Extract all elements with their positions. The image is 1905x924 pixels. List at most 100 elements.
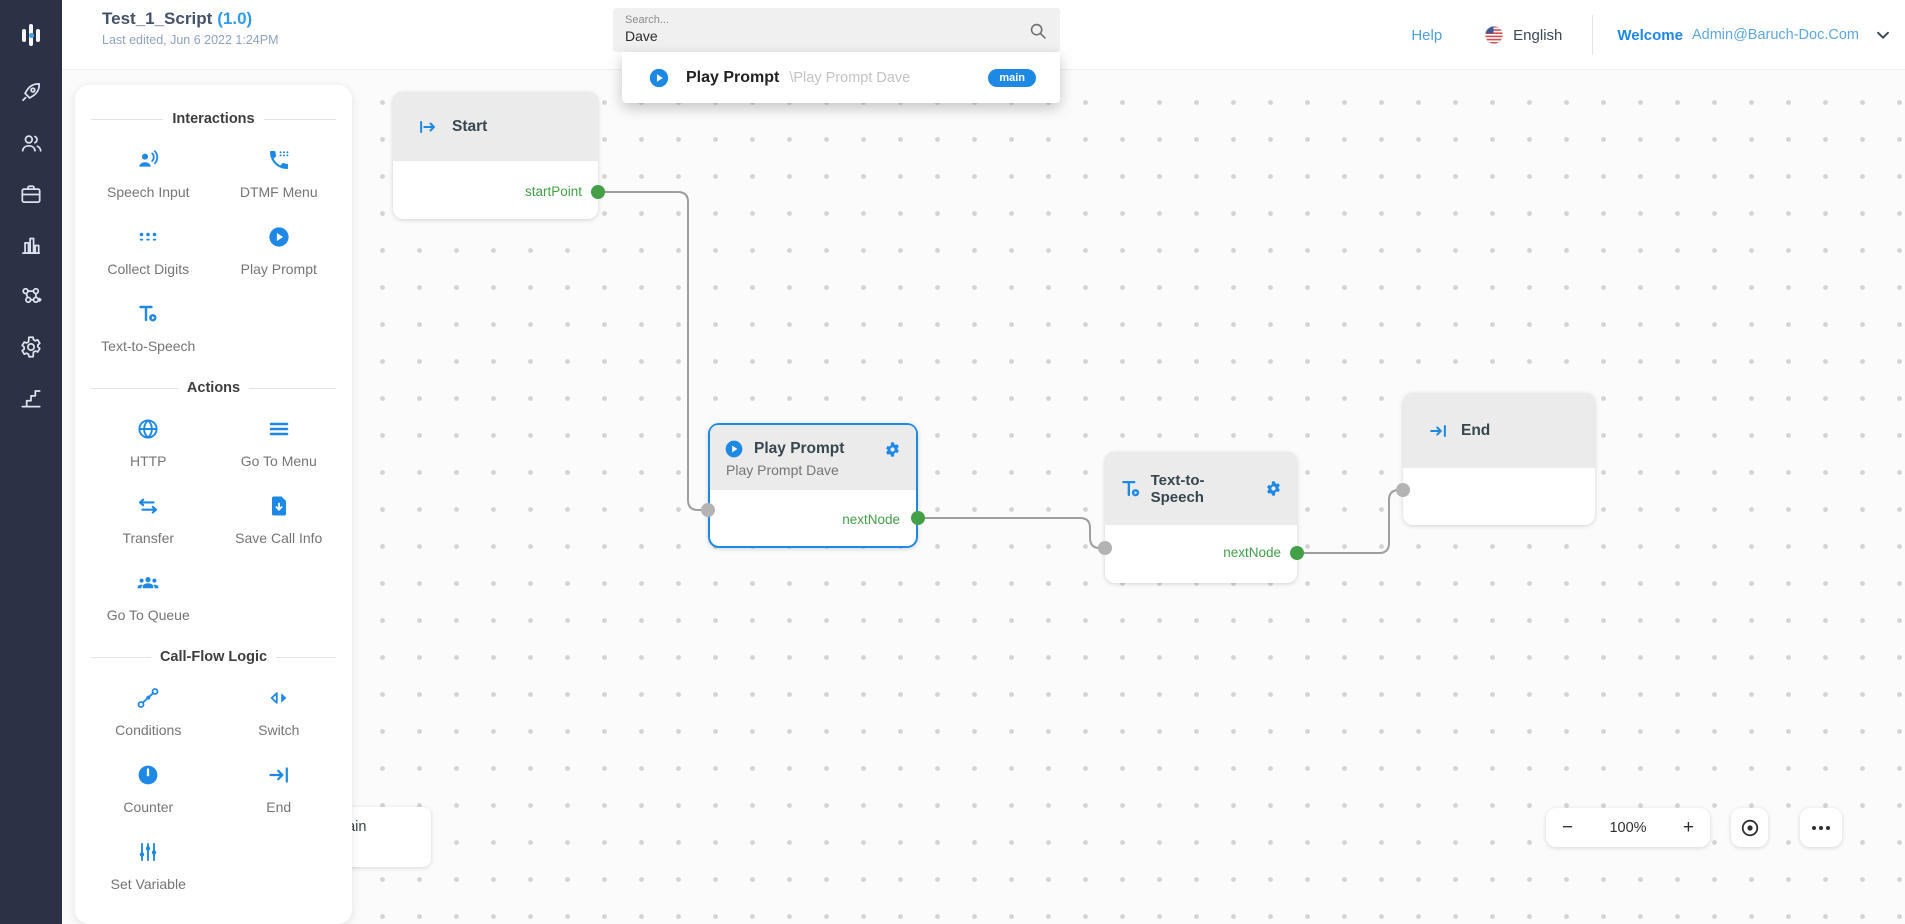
save-call-info-icon — [271, 496, 286, 516]
palette-item-text-to-speech[interactable]: Text-to-Speech — [83, 301, 214, 354]
node-settings-button[interactable] — [883, 440, 902, 459]
input-port-dot[interactable] — [701, 503, 715, 517]
palette-item-label: Switch — [258, 722, 300, 738]
node-play-prompt[interactable]: Play Prompt Play Prompt Dave nextNode — [701, 423, 925, 548]
search-result-badge: main — [988, 68, 1036, 87]
welcome-label: Welcome — [1617, 26, 1683, 44]
last-edited-label: Last edited, Jun 6 2022 1:24PM — [102, 33, 279, 47]
search-result-path: \Play Prompt Dave — [789, 69, 911, 86]
palette-item-end[interactable]: End — [214, 762, 345, 815]
play-prompt-icon — [725, 440, 743, 458]
node-start-header: Start — [393, 92, 598, 161]
edge-tts-to-end — [1294, 489, 1404, 554]
palette-section-title: Interactions — [91, 111, 336, 127]
output-port-label: nextNode — [1223, 545, 1281, 560]
search-box[interactable]: Search... — [613, 8, 1060, 52]
rail-reports-button[interactable] — [18, 232, 44, 258]
palette-item-go-to-menu[interactable]: Go To Menu — [214, 416, 345, 469]
palette-item-label: Speech Input — [106, 184, 190, 200]
go-to-menu-icon — [269, 422, 288, 436]
palette-item-transfer[interactable]: Transfer — [83, 493, 214, 546]
chevron-down-icon — [1877, 31, 1889, 39]
output-port-dot[interactable] — [1290, 546, 1304, 560]
zoom-out-button[interactable]: − — [1562, 817, 1574, 838]
palette-item-save-call-info[interactable]: Save Call Info — [214, 493, 345, 546]
node-title: Start — [452, 117, 488, 135]
rail-launch-button[interactable] — [18, 79, 44, 105]
rail-analytics-button[interactable] — [18, 385, 44, 411]
set-variable-icon — [140, 843, 157, 861]
rail-settings-button[interactable] — [18, 334, 44, 360]
palette-item-collect-digits[interactable]: Collect Digits — [83, 224, 214, 277]
transfer-icon — [139, 498, 158, 514]
collect-digits-icon — [139, 232, 157, 241]
search-icon[interactable] — [1028, 21, 1048, 41]
palette-item-go-to-queue[interactable]: Go To Queue — [83, 570, 214, 623]
palette-item-label: Transfer — [122, 530, 175, 546]
node-settings-button[interactable] — [1264, 479, 1283, 498]
input-port-dot[interactable] — [1396, 483, 1410, 497]
rail-flows-button[interactable] — [18, 283, 44, 309]
palette-item-play-prompt[interactable]: Play Prompt — [214, 224, 345, 277]
dtmf-menu-icon — [269, 151, 289, 169]
script-version: (1.0) — [217, 9, 253, 28]
palette-item-label: Collect Digits — [107, 261, 190, 277]
user-email[interactable]: Admin@Baruch-Doc.Com — [1691, 27, 1859, 43]
palette-item-set-variable[interactable]: Set Variable — [83, 839, 214, 892]
node-text-to-speech[interactable]: Text-to-Speech nextNode — [1098, 452, 1304, 583]
output-port-dot[interactable] — [591, 185, 605, 199]
palette-item-speech-input[interactable]: Speech Input — [83, 147, 214, 200]
input-port-dot[interactable] — [1098, 541, 1112, 555]
output-port-label: startPoint — [524, 184, 582, 199]
ellipsis-icon — [1812, 825, 1816, 830]
node-title: End — [1461, 421, 1491, 439]
play-prompt-icon — [649, 68, 669, 87]
speech-input-icon — [139, 150, 159, 167]
rail-users-button[interactable] — [18, 130, 44, 156]
palette-item-switch[interactable]: Switch — [214, 685, 345, 738]
node-text-to-speech-header: Text-to-Speech — [1105, 452, 1297, 525]
palette-item-label: End — [266, 799, 292, 815]
recenter-button[interactable] — [1731, 808, 1768, 847]
search-input[interactable] — [613, 26, 993, 44]
app-rail — [0, 0, 62, 924]
palette-item-http[interactable]: HTTP — [83, 416, 214, 469]
palette-item-counter[interactable]: Counter — [83, 762, 214, 815]
flow-canvas[interactable]: Start startPoint Play Prompt Play Prompt… — [62, 70, 1905, 924]
page-title: Test_1_Script(1.0) — [102, 9, 279, 29]
rail-workspace-button[interactable] — [18, 181, 44, 207]
text-to-speech-icon — [1122, 480, 1140, 496]
script-name: Test_1_Script — [102, 9, 213, 28]
search-result-item[interactable]: Play Prompt \Play Prompt Dave main — [622, 52, 1060, 103]
output-port-label: nextNode — [842, 512, 900, 527]
zoom-in-button[interactable]: + — [1682, 817, 1694, 838]
bar-chart-icon — [22, 237, 40, 254]
script-title-block: Test_1_Script(1.0) Last edited, Jun 6 20… — [102, 9, 279, 47]
help-link[interactable]: Help — [1411, 26, 1443, 44]
node-title: Play Prompt — [754, 440, 845, 457]
rocket-icon — [22, 83, 40, 102]
node-end[interactable]: End — [1396, 393, 1595, 525]
header-divider — [1592, 15, 1594, 55]
palette-item-conditions[interactable]: Conditions — [83, 685, 214, 738]
palette-item-label: DTMF Menu — [239, 184, 318, 200]
language-label: English — [1513, 26, 1563, 44]
node-title: Text-to-Speech — [1150, 471, 1205, 506]
more-options-button[interactable] — [1800, 808, 1842, 847]
end-icon — [1430, 424, 1446, 437]
palette-item-label: HTTP — [129, 453, 167, 469]
switch-icon — [270, 692, 287, 704]
search-label: Search... — [625, 14, 670, 26]
edge-play-to-tts — [917, 517, 1106, 549]
node-subtitle: Play Prompt Dave — [726, 462, 839, 478]
top-header: Test_1_Script(1.0) Last edited, Jun 6 20… — [62, 0, 1905, 103]
palette-item-label: Go To Queue — [106, 607, 190, 623]
palette-item-label: Go To Menu — [240, 453, 317, 469]
target-icon — [1741, 819, 1758, 836]
output-port-dot[interactable] — [911, 511, 925, 525]
palette-item-dtmf-menu[interactable]: DTMF Menu — [214, 147, 345, 200]
user-menu-button[interactable] — [1873, 25, 1893, 45]
node-start[interactable]: Start startPoint — [393, 92, 605, 219]
language-selector[interactable]: English — [1484, 25, 1562, 45]
us-flag-icon — [1485, 26, 1504, 44]
